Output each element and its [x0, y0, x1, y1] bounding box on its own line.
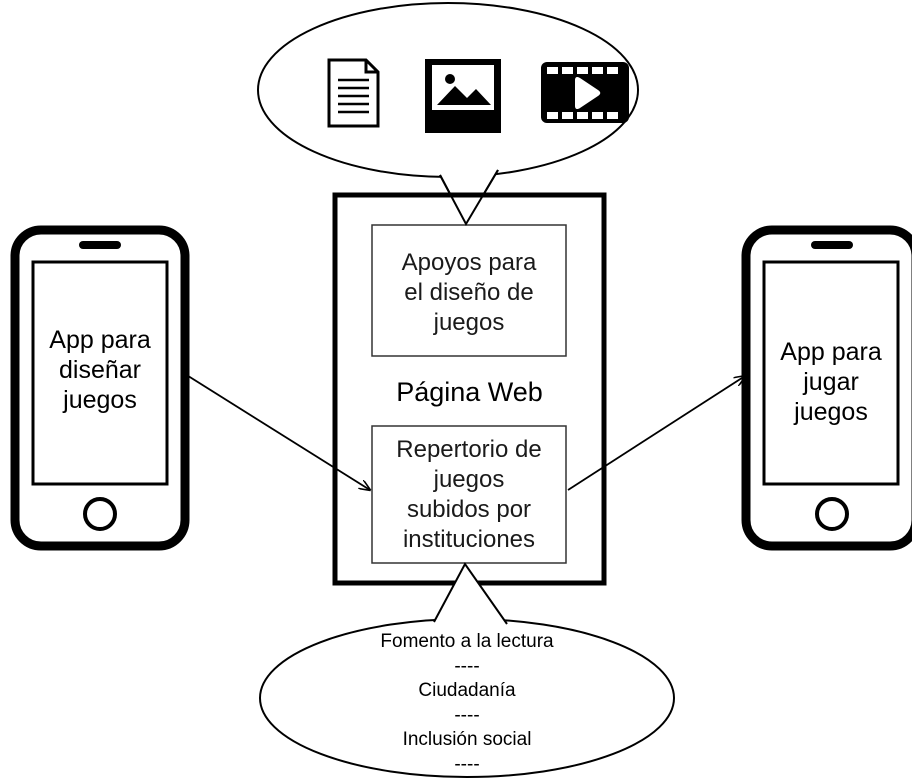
support-box-line: juegos: [433, 308, 505, 336]
video-icon: [541, 62, 629, 123]
left-phone-label-line: juegos: [63, 386, 137, 414]
repository-box-line: subidos por: [406, 496, 532, 523]
repository-box-line: Repertorio de: [396, 436, 542, 463]
left-phone: [10, 225, 190, 551]
left-phone-label-line: diseñar: [59, 356, 141, 384]
bottom-bubble-line: Inclusión social: [402, 729, 532, 750]
bottom-bubble-line: ----: [454, 655, 480, 677]
support-box-label: Apoyos para el diseño de juegos: [372, 245, 566, 340]
bottom-bubble-label: Fomento a la lectura ---- Ciudadanía ---…: [300, 630, 634, 780]
right-phone: [741, 225, 912, 551]
bottom-bubble-line: ----: [454, 704, 480, 726]
bottom-bubble-line: Fomento a la lectura: [380, 631, 554, 652]
support-box: [371, 224, 567, 357]
right-phone-label-line: App para: [780, 338, 882, 366]
repository-box-label: Repertorio de juegos subidos por institu…: [372, 433, 566, 557]
left-phone-label-line: App para: [49, 326, 151, 354]
arrow-design-to-repository: [184, 373, 370, 490]
repository-box-line: juegos: [433, 466, 505, 493]
web-page-title: Página Web: [337, 375, 602, 409]
right-phone-label-line: jugar: [803, 368, 859, 396]
repository-box-line: instituciones: [402, 526, 536, 553]
document-icon: [327, 58, 380, 128]
support-box-line: el diseño de: [404, 278, 534, 306]
support-box-line: Apoyos para: [401, 248, 537, 276]
bottom-bubble-line: ----: [454, 753, 480, 775]
left-phone-label: App para diseñar juegos: [33, 320, 167, 420]
bottom-bubble-line: Ciudadanía: [418, 680, 516, 701]
right-phone-label: App para jugar juegos: [764, 332, 898, 432]
web-page-title-text: Página Web: [396, 377, 543, 407]
bottom-speech-bubble: [259, 562, 675, 778]
top-bubble-pointer: [439, 169, 499, 227]
right-phone-label-line: juegos: [794, 398, 868, 426]
image-icon: [425, 59, 501, 133]
arrow-repository-to-play: [567, 376, 745, 491]
repository-box: [371, 425, 567, 564]
